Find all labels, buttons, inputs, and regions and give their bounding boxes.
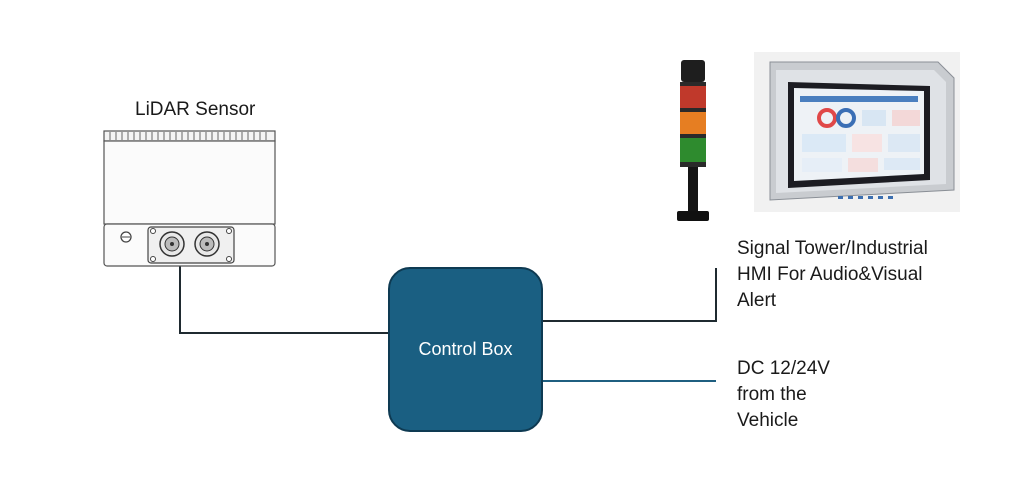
control-box: Control Box: [388, 267, 543, 432]
hmi-panel-icon: [754, 52, 960, 212]
alert-device-label: Signal Tower/Industrial HMI For Audio&Vi…: [737, 236, 928, 314]
lidar-sensor-icon: [103, 130, 276, 267]
alert-device-line-3: Alert: [737, 290, 777, 311]
signal-tower-icon: [677, 60, 709, 221]
control-box-label: Control Box: [418, 339, 513, 359]
power-source-label: DC 12/24V from the Vehicle: [737, 356, 830, 434]
power-source-line-3: Vehicle: [737, 410, 799, 431]
alert-connection-line: [543, 268, 717, 322]
lidar-sensor-text: LiDAR Sensor: [135, 99, 256, 120]
lidar-sensor-label: LiDAR Sensor: [135, 97, 255, 123]
alert-device-line-2: HMI For Audio&Visual: [737, 264, 923, 285]
alert-device-line-1: Signal Tower/Industrial: [737, 238, 928, 259]
power-source-line-2: from the: [737, 384, 807, 405]
power-source-line-1: DC 12/24V: [737, 358, 830, 379]
lidar-connection-line: [179, 265, 388, 334]
